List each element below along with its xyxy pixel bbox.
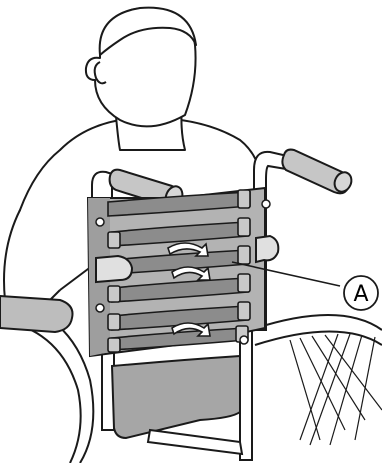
left-armrest: [0, 296, 73, 332]
right-clamp: [256, 236, 278, 262]
seat-sling: [112, 356, 240, 438]
left-clamp: [96, 256, 132, 282]
cross-tube: [148, 430, 242, 454]
rear-wheel: [250, 315, 382, 445]
callout-label: A: [353, 282, 368, 307]
